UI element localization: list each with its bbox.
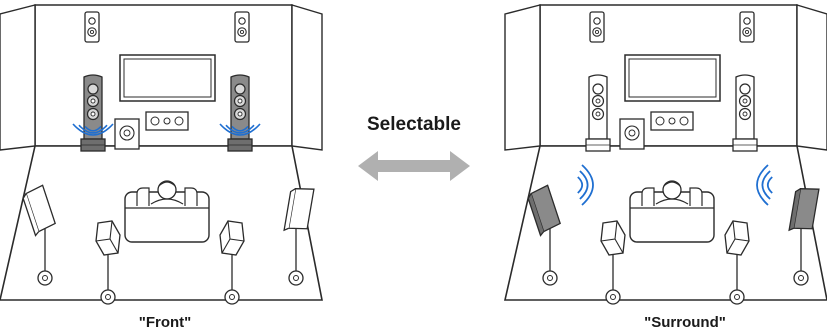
front-subwoofer xyxy=(114,118,140,150)
front-back-left-speaker xyxy=(95,220,121,305)
front-center-speaker xyxy=(145,111,189,131)
front-front-right-speaker xyxy=(227,74,253,152)
front-right-wall xyxy=(291,4,323,151)
front-tv-screen xyxy=(119,54,216,102)
front-top-right-speaker xyxy=(234,11,250,43)
front-front-left-speaker xyxy=(80,74,106,152)
surround-right-wall xyxy=(796,4,827,151)
surround-listener-sofa xyxy=(629,180,715,243)
surround-front-left-speaker xyxy=(585,74,611,152)
surround-tv-screen xyxy=(624,54,721,102)
bidirectional-arrow xyxy=(358,151,470,181)
surround-surround-right-speaker xyxy=(788,188,820,286)
front-surround-left-speaker xyxy=(22,184,56,286)
surround-caption: "Surround" xyxy=(644,314,726,331)
front-top-left-speaker xyxy=(84,11,100,43)
surround-front-right-speaker xyxy=(732,74,758,152)
surround-panel xyxy=(503,4,827,305)
surround-surround-left-speaker xyxy=(527,184,561,286)
surround-back-right-speaker xyxy=(724,220,750,305)
front-surround-right-speaker xyxy=(283,188,315,286)
front-caption: "Front" xyxy=(138,314,192,331)
front-listener-sofa xyxy=(124,180,210,243)
front-back-right-speaker xyxy=(219,220,245,305)
surround-surround-right-sound-waves xyxy=(756,164,773,206)
surround-back-left-speaker xyxy=(600,220,626,305)
front-panel xyxy=(0,4,323,305)
surround-left-wall xyxy=(504,4,541,151)
surround-top-left-speaker xyxy=(589,11,605,43)
surround-center-speaker xyxy=(650,111,694,131)
front-left-wall xyxy=(0,4,36,151)
surround-surround-left-sound-waves xyxy=(577,164,594,206)
front-front-right-sound-waves xyxy=(219,123,261,136)
front-front-left-sound-waves xyxy=(72,123,114,136)
surround-subwoofer xyxy=(619,118,645,150)
selectable-label: Selectable xyxy=(367,114,461,135)
surround-top-right-speaker xyxy=(739,11,755,43)
